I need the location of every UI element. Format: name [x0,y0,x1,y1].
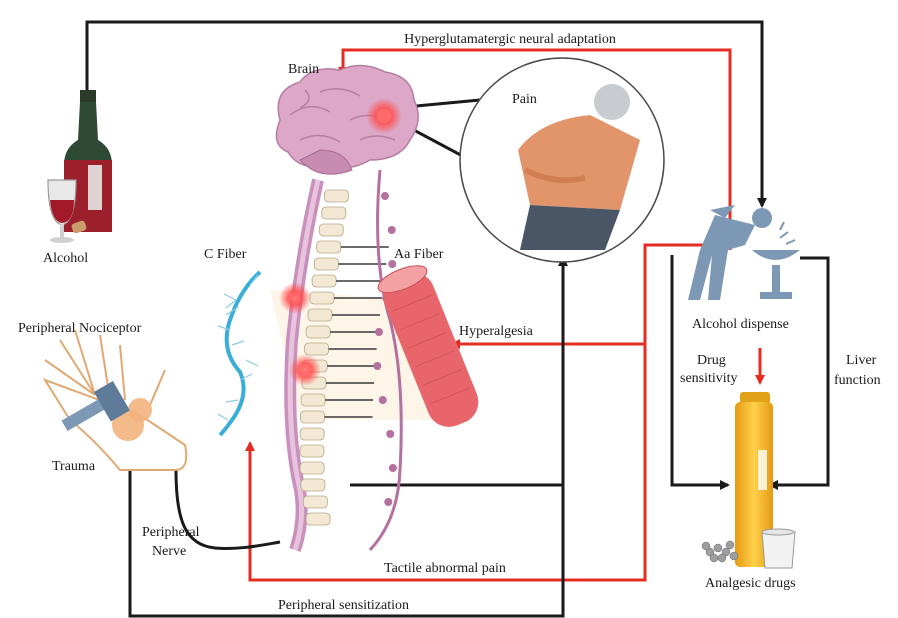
vertebra [301,479,325,491]
vertebra [314,258,338,270]
peripheral-nerve-label-line2: Nerve [152,544,186,559]
peripheral-nerve-label-line1: Peripheral [142,525,200,540]
drug-sensitivity-label-line2: sensitivity [680,371,738,386]
vertebra [301,394,325,406]
vertebra [312,275,336,287]
c-fiber-icon [218,272,260,435]
vertebra [317,241,341,253]
aa-fiber-label: Aa Fiber [394,247,444,262]
c-fiber-label: C Fiber [204,247,247,262]
drug-sensitivity-label-line1: Drug [697,353,726,368]
vertebra [305,343,329,355]
vertebra [319,224,343,236]
ganglion [384,498,392,506]
alcohol-dispense-label: Alcohol dispense [692,317,789,332]
vertebra [322,207,346,219]
pain-person-icon [460,58,664,262]
vertebra [310,292,334,304]
vertebra [308,309,332,321]
vertebra [300,462,324,474]
tactile-abnormal-pain-label: Tactile abnormal pain [384,561,506,576]
hyperalgesia-label: Hyperalgesia [459,324,534,339]
vertebra [300,445,324,457]
vertebra [301,411,325,423]
vertebra [324,190,348,202]
brain-label: Brain [288,62,319,77]
brain-icon [276,65,418,174]
ganglion [373,362,381,370]
ganglion [386,430,394,438]
analgesic-drugs-label: Analgesic drugs [705,576,796,591]
ganglion [375,328,383,336]
pills-icon [702,541,738,562]
alcohol-label: Alcohol [43,251,88,266]
vertebra [306,326,330,338]
vertebra [303,496,327,508]
cup-icon [762,529,795,568]
vertebra [300,428,324,440]
liver-function-label-line2: function [834,373,881,388]
vertebra [306,513,330,525]
ganglion [388,226,396,234]
pain-label: Pain [512,92,537,107]
ganglion [379,396,387,404]
hyperglutamatergic-label: Hyperglutamatergic neural adaptation [404,32,616,47]
ganglion [381,192,389,200]
ganglion [389,464,397,472]
peripheral-nociceptor-label: Peripheral Nociceptor [18,321,142,336]
liver-function-label-line1: Liver [846,353,877,368]
trauma-label: Trauma [52,459,96,474]
peripheral-sensitization-label: Peripheral sensitization [278,598,409,613]
drinking-person-icon [688,205,800,300]
